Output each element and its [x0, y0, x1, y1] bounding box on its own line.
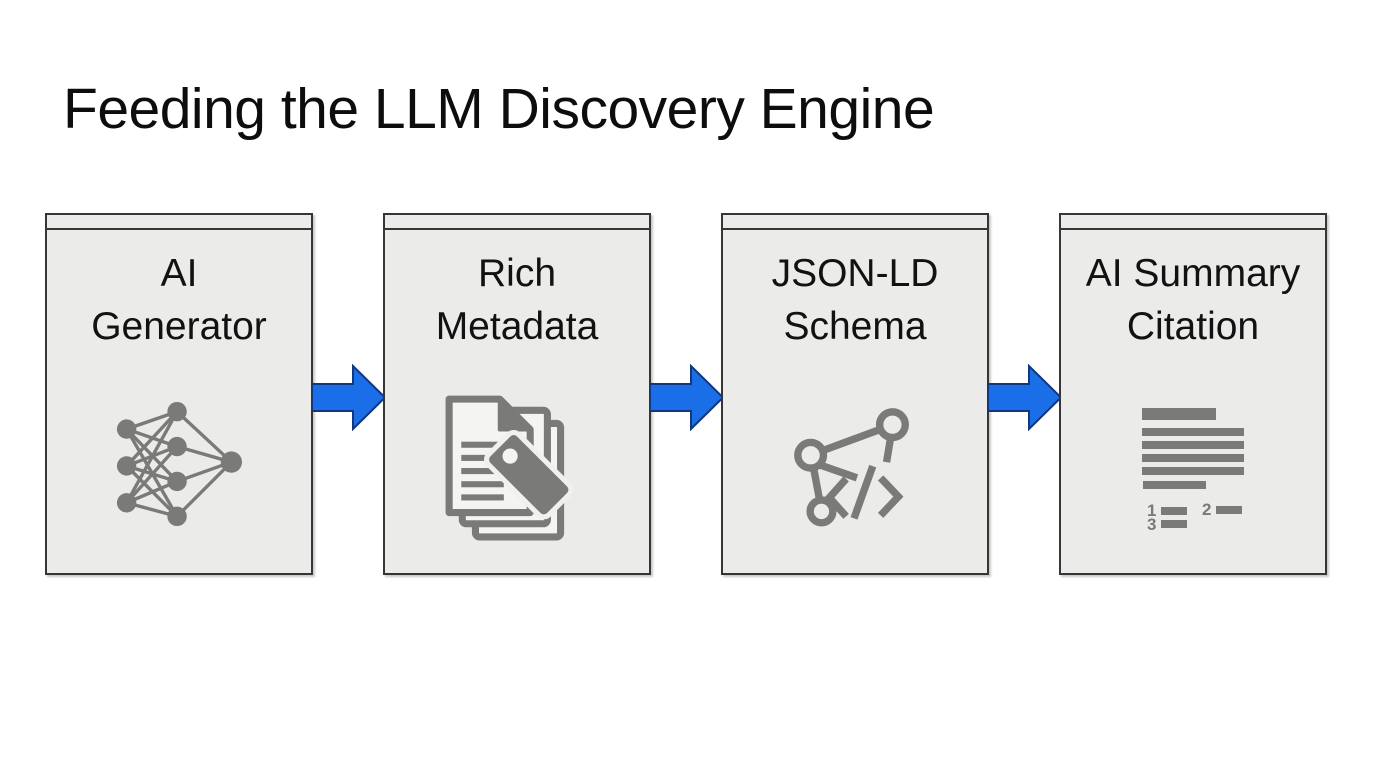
flow-step-rich-metadata: Rich Metadata [383, 213, 651, 575]
step-icon-wrap: 1 2 3 [1061, 406, 1325, 534]
step-icon-wrap [385, 389, 649, 543]
citation-number-2: 2 [1202, 500, 1211, 519]
step-label: Rich Metadata [385, 247, 649, 353]
step-label-line2: Generator [91, 305, 267, 348]
flow-step-jsonld-schema: JSON-LD Schema [721, 213, 989, 575]
step-label: AI Generator [47, 247, 311, 353]
flow-step-ai-summary-citation: AI Summary Citation 1 2 3 [1059, 213, 1327, 575]
flow-arrow-right-icon [649, 364, 725, 431]
step-label-line2: Schema [783, 305, 927, 348]
box-header-strip [723, 215, 987, 230]
step-icon-wrap [723, 403, 987, 541]
step-label-line1: AI [160, 252, 198, 295]
schema-graph-code-icon [794, 408, 909, 527]
box-header-strip [47, 215, 311, 230]
neural-network-icon [116, 401, 243, 527]
citation-number-1: 1 [1147, 501, 1156, 520]
box-header-strip [385, 215, 649, 230]
flow-step-ai-generator: AI Generator [45, 213, 313, 575]
step-icon-wrap [47, 396, 311, 532]
step-label-line2: Metadata [435, 305, 599, 348]
flow-arrow-right-icon [311, 364, 387, 431]
citation-number-3: 3 [1147, 515, 1156, 534]
step-label: AI Summary Citation [1061, 247, 1325, 353]
page-title: Feeding the LLM Discovery Engine [63, 77, 935, 141]
box-header-strip [1061, 215, 1325, 230]
step-label-line1: AI Summary [1085, 252, 1301, 295]
step-label-line1: Rich [477, 252, 557, 295]
step-label-line2: Citation [1126, 305, 1260, 348]
flow-arrow-right-icon [987, 364, 1063, 431]
step-label-line1: JSON-LD [771, 252, 939, 295]
step-label: JSON-LD Schema [723, 247, 987, 353]
cited-summary-icon: 1 2 3 [1142, 408, 1244, 534]
tagged-documents-icon [445, 395, 574, 541]
